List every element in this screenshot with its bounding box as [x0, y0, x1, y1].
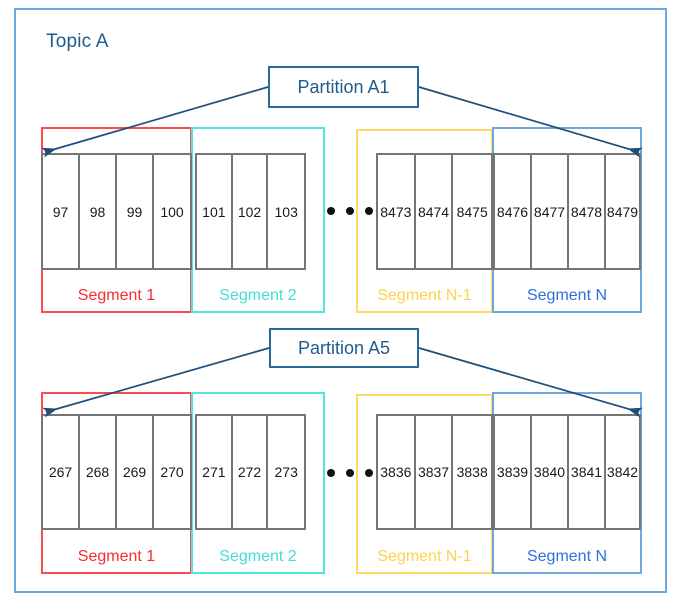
- offset-grid-n-p1: 8476 8477 8478 8479: [493, 153, 641, 270]
- offset-grid-n-1-p1: 8473 8474 8475: [376, 153, 493, 270]
- offset-cell: 270: [154, 416, 190, 528]
- offset-cell: 97: [43, 155, 80, 268]
- segment-label: Segment 1: [77, 548, 156, 565]
- offset-cell: 8478: [569, 155, 606, 268]
- offset-cell: 8475: [453, 155, 491, 268]
- offset-cell: 3842: [606, 416, 639, 528]
- offset-cell: 3836: [378, 416, 416, 528]
- offset-cell: 100: [154, 155, 190, 268]
- offset-cell: 98: [80, 155, 117, 268]
- offset-cell: 271: [197, 416, 233, 528]
- offset-grid-1-p1: 97 98 99 100: [41, 153, 192, 270]
- partition-callout-label: Partition A1: [297, 76, 390, 97]
- partition-callout-a1[interactable]: Partition A1: [268, 66, 419, 108]
- offset-grid-n-p5: 3839 3840 3841 3842: [493, 414, 641, 530]
- segment-label: Segment N: [526, 287, 608, 304]
- offset-cell: 8474: [415, 155, 454, 268]
- partition-callout-label: Partition A5: [297, 337, 391, 358]
- segment-label: Segment 2: [219, 548, 297, 565]
- offset-cell: 102: [232, 155, 269, 268]
- offset-cell: 3838: [453, 416, 491, 528]
- offset-cell: 3839: [495, 416, 532, 528]
- offset-cell: 101: [197, 155, 233, 268]
- partition-callout-a5[interactable]: Partition A5: [269, 328, 419, 368]
- offset-cell: 99: [117, 155, 154, 268]
- offset-cell: 103: [268, 155, 304, 268]
- offset-grid-1-p5: 267 268 269 270: [41, 414, 192, 530]
- offset-cell: 8473: [378, 155, 416, 268]
- offset-cell: 8479: [606, 155, 639, 268]
- offset-grid-2-p5: 271 272 273: [195, 414, 306, 530]
- offset-cell: 8477: [532, 155, 569, 268]
- offset-cell: 8476: [495, 155, 532, 268]
- offset-cell: 267: [43, 416, 80, 528]
- offset-cell: 273: [268, 416, 304, 528]
- offset-cell: 272: [232, 416, 269, 528]
- offset-cell: 3837: [415, 416, 454, 528]
- offset-grid-n-1-p5: 3836 3837 3838: [376, 414, 493, 530]
- offset-cell: 3840: [532, 416, 569, 528]
- segment-label: Segment N-1: [377, 287, 472, 304]
- topic-title: Topic A: [46, 31, 109, 52]
- ellipsis-p1: [327, 207, 373, 215]
- offset-cell: 268: [80, 416, 117, 528]
- segment-label: Segment 2: [219, 287, 297, 304]
- segment-label: Segment N: [526, 548, 608, 565]
- offset-cell: 3841: [569, 416, 606, 528]
- offset-grid-2-p1: 101 102 103: [195, 153, 306, 270]
- offset-cell: 269: [117, 416, 154, 528]
- segment-label: Segment N-1: [377, 548, 472, 565]
- segment-label: Segment 1: [77, 287, 156, 304]
- ellipsis-p5: [327, 469, 373, 477]
